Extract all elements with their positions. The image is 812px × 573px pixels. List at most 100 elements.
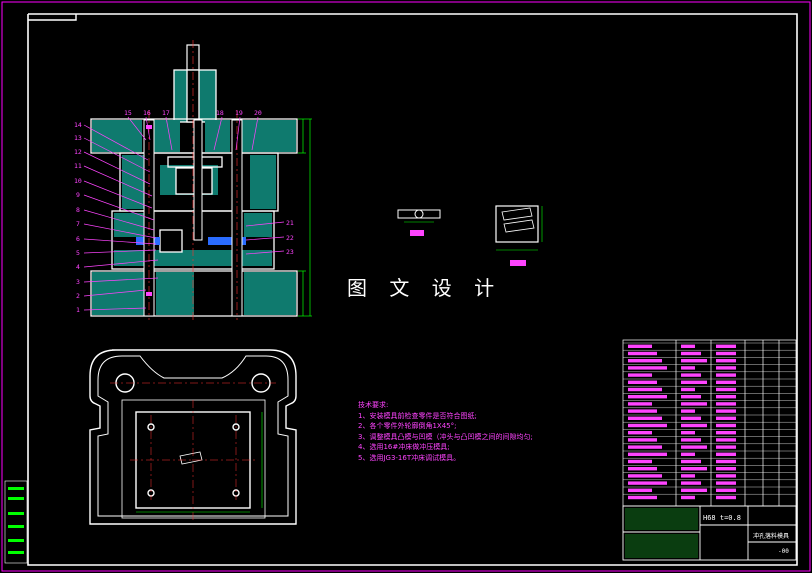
label-6: 6 [76,235,80,243]
bom-code-mark [628,481,667,485]
bom-code-mark [628,495,657,500]
bom-table [622,339,797,507]
bom-code-mark [628,459,652,464]
label-15: 15 [124,109,132,117]
label-21: 21 [286,219,294,227]
bom-material-mark [716,395,736,399]
left-margin-table [4,480,28,564]
bom-material-mark [716,445,736,449]
detail-view-a [397,209,441,236]
label-11: 11 [74,162,82,170]
bom-material-mark [716,387,736,392]
label-13: 13 [74,134,82,142]
bom-name-mark [681,474,695,478]
label-20: 20 [254,109,262,117]
bom-material-mark [716,431,736,435]
bom-name-mark [681,481,701,485]
label-12: 12 [74,148,82,156]
plan-dimensions [136,412,263,513]
bom-name-mark [681,438,701,442]
bom-name-mark [681,445,707,449]
drawing-title: 冲孔落料模具 [753,533,790,540]
bom-name-mark [681,359,707,363]
tech-heading: 技术要求: [358,401,389,409]
bom-code-mark [628,387,662,392]
bom-name-mark [681,459,701,464]
label-8: 8 [76,206,80,214]
bom-code-mark [628,474,662,478]
watermark-text: 图 文 设 计 [347,276,503,300]
bom-code-mark [628,402,652,406]
bom-material-mark [716,416,736,420]
bom-material-mark [716,344,736,348]
label-23: 23 [286,248,294,256]
bom-code-mark [628,467,657,471]
bom-rows [623,342,796,500]
bom-material-mark [716,373,736,377]
tech-item: 2、各个零件外轮廓倒角1X45°; [358,422,457,431]
bom-name-mark [681,409,695,413]
label-10: 10 [74,177,82,185]
bom-code-mark [628,488,652,492]
material-code: H68 t=0.8 [703,514,741,522]
bom-material-mark [716,474,736,478]
title-block [622,505,797,561]
label-16: 16 [143,109,151,117]
label-2: 2 [76,292,80,300]
bom-material-mark [716,495,736,500]
detail-view-b [495,205,543,266]
label-14: 14 [74,121,82,129]
bom-code-mark [628,431,652,435]
label-5: 5 [76,249,80,257]
bom-material-mark [716,467,736,471]
label-4: 4 [76,263,80,271]
tech-item: 5、选用JG3-16T冲床调试模具。 [358,453,461,462]
bom-name-mark [681,387,695,392]
bom-name-mark [681,373,701,377]
bom-code-mark [628,445,662,449]
bom-name-mark [681,423,707,428]
bom-material-mark [716,409,736,413]
label-9: 9 [76,191,80,199]
bom-material-mark [716,423,736,428]
bom-name-mark [681,431,695,435]
plan-centerlines [110,382,276,520]
bom-code-mark [628,380,657,384]
bom-code-mark [628,438,657,442]
bom-material-mark [716,366,736,370]
part-numbers: 14 13 12 11 10 9 8 7 6 5 4 3 2 1 15 16 1… [74,109,294,314]
tech-item: 4、选用16#冲床做冲压模具; [358,443,450,452]
label-18: 18 [216,109,224,117]
technical-requirements: 技术要求: 1、安装模具前检查零件是否符合图纸; 2、各个零件外轮廓倒角1X45… [358,400,533,464]
bom-material-mark [716,402,736,406]
sheet-number: -00 [778,548,789,555]
bom-name-mark [681,416,701,420]
label-17: 17 [162,109,170,117]
tech-item: 1、安装模具前检查零件是否符合图纸; [358,411,477,420]
leader-lines [83,116,285,311]
label-19: 19 [235,109,243,117]
bom-name-mark [681,366,695,370]
bom-name-mark [681,344,695,348]
bom-name-mark [681,380,707,384]
bom-name-mark [681,495,695,500]
label-22: 22 [286,234,294,242]
bom-name-mark [681,488,707,492]
bom-code-mark [628,366,667,370]
bom-material-mark [716,359,736,363]
label-3: 3 [76,278,80,286]
bom-material-mark [716,380,736,384]
bom-code-mark [628,344,652,348]
bom-code-mark [628,351,657,356]
bom-code-mark [628,373,652,377]
bom-code-mark [628,423,667,428]
bom-material-mark [716,481,736,485]
bom-material-mark [716,438,736,442]
bom-material-mark [716,488,736,492]
label-1: 1 [76,306,80,314]
bom-material-mark [716,452,736,456]
bom-code-mark [628,409,657,413]
bom-code-mark [628,416,662,420]
